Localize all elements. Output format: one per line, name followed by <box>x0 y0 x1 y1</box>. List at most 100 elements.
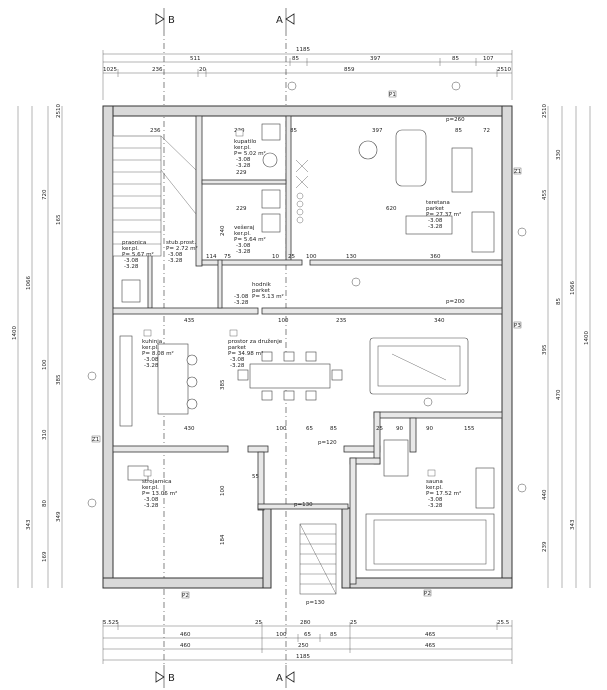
pool-table <box>369 337 469 395</box>
section-b-label-bottom: B <box>168 673 175 684</box>
svg-text:stub.prost.: stub.prost. <box>166 240 196 246</box>
svg-text:teretana: teretana <box>426 200 450 206</box>
dim-bottom-r3-a: 460 <box>180 643 191 649</box>
inner-dim-37: p=200 <box>446 299 465 305</box>
svg-text:parket: parket <box>252 288 271 294</box>
inner-dim-5: 85 <box>455 128 462 134</box>
dim-bottom-r1-b: 25 <box>255 620 262 626</box>
dim-bottom-overall: 1185 <box>296 654 310 660</box>
room-label-strojarnica: strojarnica ker.pl. P= 13.06 m² -3.08 -3… <box>142 469 177 509</box>
kitchen-counter <box>119 335 133 427</box>
dim-top-r2-c: 397 <box>370 56 381 62</box>
dim-bottom-r3-b: 250 <box>298 643 309 649</box>
dim-left-f: 100 <box>42 359 48 370</box>
inner-dim-1: 236 <box>150 128 161 134</box>
inner-dim-19: 235 <box>336 318 347 324</box>
svg-text:-3.28: -3.28 <box>428 224 443 230</box>
svg-text:P= 5.67 m²: P= 5.67 m² <box>122 251 154 258</box>
dim-right-j: 343 <box>570 519 576 530</box>
outer-walls <box>102 105 513 589</box>
svg-text:P= 17.52 m²: P= 17.52 m² <box>426 490 461 497</box>
right-dimensions: 2510 330 455 85 1066 1400 395 470 440 34… <box>542 104 591 588</box>
dim-bottom-r2-b: 100 <box>276 632 287 638</box>
marker-p2-bottom: P2 <box>424 591 431 597</box>
inner-dim-4: 397 <box>372 128 383 134</box>
svg-text:kuhinja: kuhinja <box>142 339 162 345</box>
sauna-bench <box>383 439 409 477</box>
gym-equipment <box>295 129 495 253</box>
inner-dim-31: 184 <box>220 534 226 545</box>
svg-text:ker.pl.: ker.pl. <box>426 485 443 491</box>
marker-circle-top-b <box>451 81 461 91</box>
inner-dim-6: 72 <box>483 128 490 134</box>
room-label-teretana: teretana parket P= 27.37 m² -3.08 -3.28 <box>426 200 461 230</box>
inner-dim-22: 100 <box>276 426 287 432</box>
inner-dim-12: 10 <box>272 254 279 260</box>
room-label-kupatilo: kupatilo ker.pl. P= 5.02 m² -3.08 -3.28 <box>234 129 266 169</box>
svg-text:-3.08: -3.08 <box>428 218 443 224</box>
dim-left-c: 165 <box>56 214 62 225</box>
kitchen-island <box>157 343 189 415</box>
inner-dim-30: 385 <box>220 379 226 390</box>
svg-text:-3.08: -3.08 <box>144 357 159 363</box>
dim-bottom-r1-a: 5.525 <box>103 620 119 626</box>
dim-top-r3-e: 2510 <box>497 67 511 73</box>
section-b-bottom: B <box>155 665 175 688</box>
section-a-label-bottom: A <box>276 673 283 684</box>
room-label-stub: stub.prost. P= 2.72 m² -3.08 -3.28 <box>166 240 198 264</box>
dim-top-r2-a: 511 <box>190 56 201 62</box>
marker-p2-bottom-left: P2 <box>182 593 189 599</box>
left-dimensions: 1400 1066 720 165 2510 100 385 310 80 34… <box>12 104 63 588</box>
svg-text:kupatilo: kupatilo <box>234 139 257 145</box>
room-label-kuhinja: kuhinja ker.pl. P= 8.08 m² -3.08 -3.28 <box>142 329 174 369</box>
inner-dim-21: 430 <box>184 426 195 432</box>
svg-text:P= 5.64 m²: P= 5.64 m² <box>234 236 266 243</box>
inner-dim-35: p=130 <box>294 502 313 508</box>
dim-right-g: 395 <box>542 344 548 355</box>
room-label-sauna: sauna ker.pl. P= 17.52 m² -3.08 -3.28 <box>426 469 461 509</box>
toilet-icon <box>261 123 281 141</box>
dim-left-h: 310 <box>42 429 48 440</box>
svg-text:P= 5.13 m²: P= 5.13 m² <box>252 293 284 300</box>
washer-icon <box>261 189 281 209</box>
inner-dim-32: 100 <box>220 485 226 496</box>
dim-left-d: 1066 <box>26 276 32 290</box>
dim-top-r2-e: 107 <box>483 56 494 62</box>
stair-label: p=130 <box>306 600 325 606</box>
inner-dim-9: 620 <box>386 206 397 212</box>
inner-dim-33: 55 <box>252 474 259 480</box>
inner-dim-27: 90 <box>426 426 433 432</box>
svg-text:ker.pl.: ker.pl. <box>234 231 251 237</box>
dim-left-i: 80 <box>42 500 48 507</box>
dim-right-i: 440 <box>542 489 548 500</box>
stairs-lower: p=130 <box>299 523 337 606</box>
marker-circle-corridor <box>351 277 361 287</box>
svg-text:-3.28: -3.28 <box>236 249 251 255</box>
marker-z1-right: Z1 <box>514 169 521 175</box>
dim-top-overall: 1185 <box>296 47 310 53</box>
section-a-top: A <box>276 8 295 30</box>
svg-text:-3.08: -3.08 <box>234 294 249 300</box>
svg-text:-3.28: -3.28 <box>428 503 443 509</box>
marker-circle-left-b <box>87 498 97 508</box>
svg-text:-3.28: -3.28 <box>144 503 159 509</box>
svg-text:-3.08: -3.08 <box>236 157 251 163</box>
room-label-prostor: prostor za druženje parket P= 34.98 m² -… <box>228 329 283 369</box>
svg-text:-3.08: -3.08 <box>230 357 245 363</box>
marker-circle-sauna <box>423 397 433 407</box>
dim-left-b: 720 <box>42 189 48 200</box>
section-b-top: B <box>155 8 175 30</box>
svg-text:ker.pl.: ker.pl. <box>122 246 139 252</box>
svg-text:hodnik: hodnik <box>252 282 272 288</box>
inner-dim-15: 130 <box>346 254 357 260</box>
dim-bottom-r1-c: 280 <box>300 620 311 626</box>
svg-text:-3.28: -3.28 <box>230 363 245 369</box>
inner-dim-3: 85 <box>290 128 297 134</box>
svg-text:vešeraj: vešeraj <box>234 224 255 231</box>
dim-right-a: 2510 <box>542 104 548 118</box>
dining-table <box>249 363 331 389</box>
dim-left-g: 385 <box>56 374 62 385</box>
inner-dim-28: 155 <box>464 426 475 432</box>
inner-dim-18: 100 <box>278 318 289 324</box>
